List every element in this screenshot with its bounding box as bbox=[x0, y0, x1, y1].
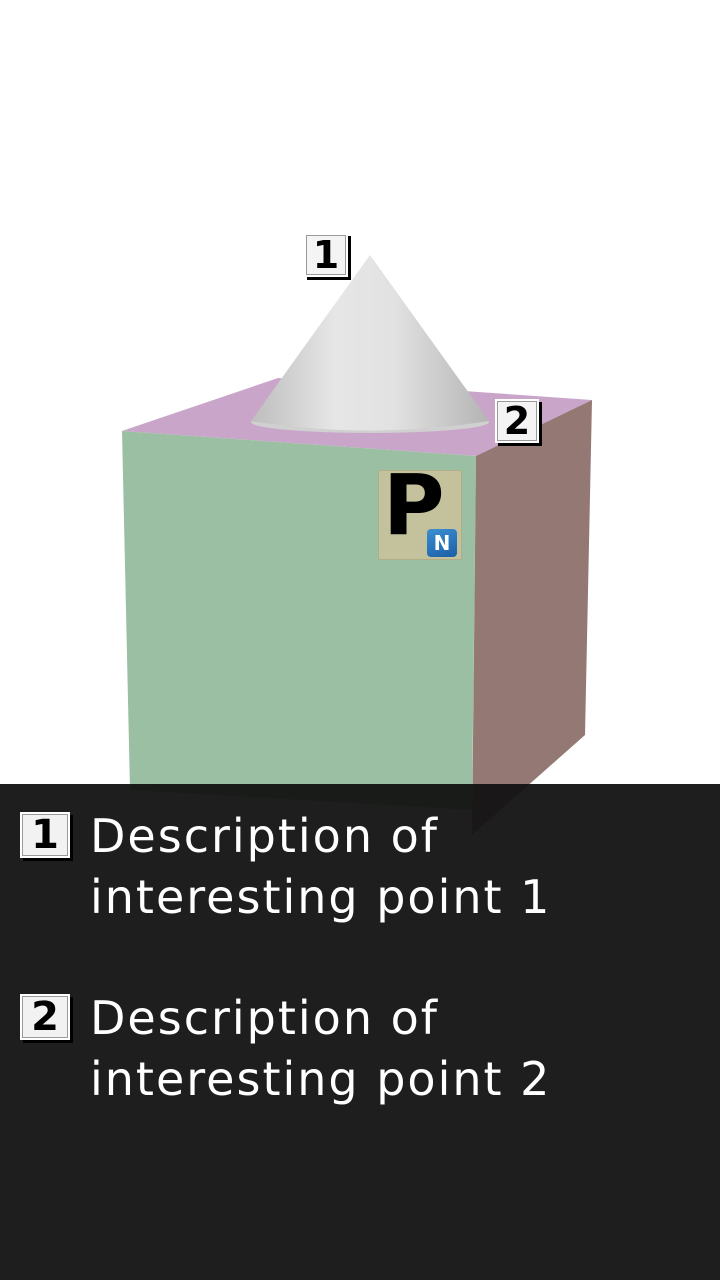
info-description-2: Description of interesting point 2 bbox=[90, 991, 552, 1106]
cube-side-face bbox=[472, 400, 592, 835]
info-marker-2: 2 bbox=[20, 994, 70, 1040]
info-panel: 1 Description of interesting point 1 2 D… bbox=[0, 784, 720, 1280]
nfc-tag[interactable]: P N bbox=[378, 463, 462, 560]
info-description-1: Description of interesting point 1 bbox=[90, 809, 552, 924]
point-marker-2[interactable]: 2 bbox=[495, 399, 539, 443]
point-marker-1[interactable]: 1 bbox=[304, 233, 348, 277]
info-marker-1: 1 bbox=[20, 812, 70, 858]
nfc-badge-glyph: N bbox=[433, 531, 451, 555]
cone bbox=[251, 255, 489, 431]
nfc-n-icon: N bbox=[427, 529, 457, 557]
